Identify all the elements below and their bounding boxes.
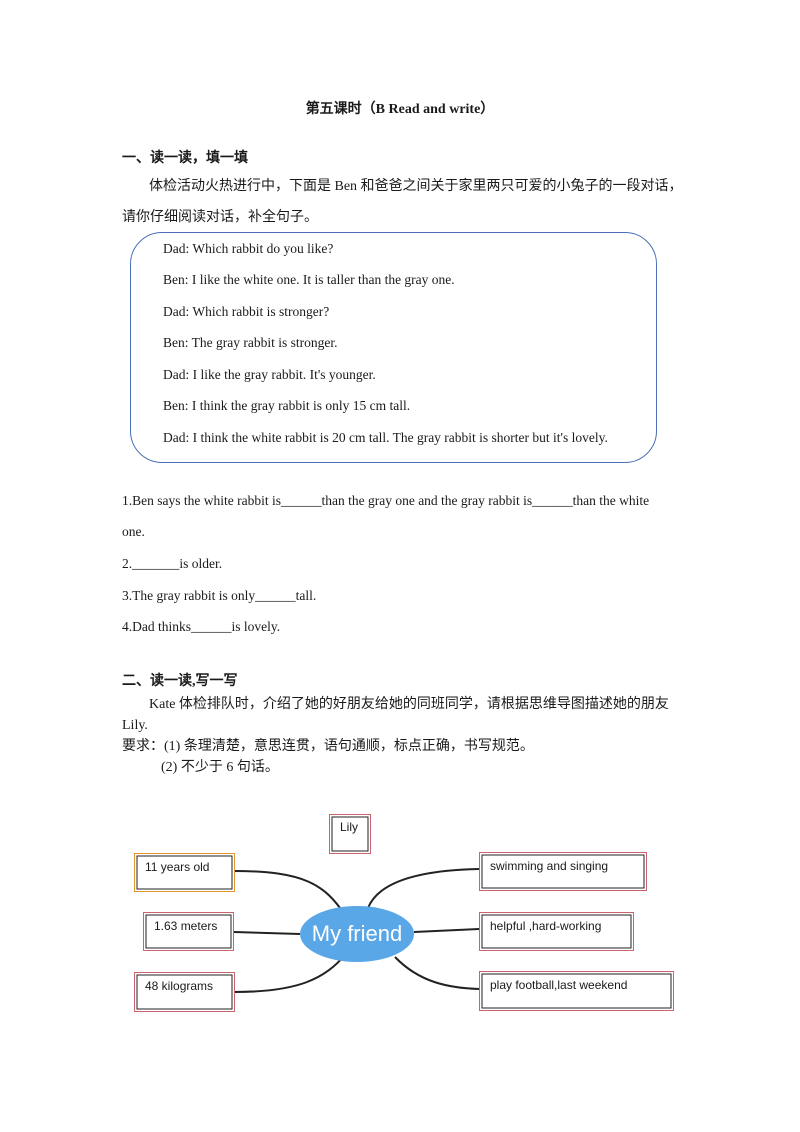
connector-left-top [233, 870, 346, 916]
mindmap-node-text: play football,last weekend [490, 978, 628, 992]
section2-heading: 二、读一读,写一写 [122, 674, 238, 689]
question-3: 3.The gray rabbit is only______tall. [122, 588, 317, 603]
connector-right-middle [413, 928, 480, 933]
mindmap-node-text: 48 kilograms [145, 979, 214, 993]
mindmap-left-node: 11 years old [134, 853, 235, 892]
mindmap-node-text: helpful ,hard-working [490, 919, 602, 933]
requirement-2: (2) 不少于 6 句话。 [161, 760, 279, 775]
section1-heading: 一、读一读，填一填 [122, 151, 248, 166]
mindmap-top-label: Lily [329, 814, 371, 854]
dialog-line: Ben: I like the white one. It is taller … [163, 272, 455, 287]
connector-right-top [367, 868, 480, 909]
connector-right-bottom [394, 956, 480, 990]
mindmap-node-text: swimming and singing [490, 859, 609, 873]
mindmap-left-node: 48 kilograms [134, 972, 235, 1012]
mindmap-center-bubble: My friend [300, 906, 414, 962]
section2-intro-line1: Kate 体检排队时，介绍了她的好朋友给她的同班同学，请根据思维导图描述她的朋友 [149, 697, 669, 712]
dialog-box [130, 232, 657, 463]
question-4: 4.Dad thinks______is lovely. [122, 619, 281, 634]
dialog-line: Ben: I think the gray rabbit is only 15 … [163, 398, 411, 413]
connector-right-bottom [233, 954, 346, 993]
mindmap-right-node: helpful ,hard-working [479, 912, 634, 951]
section2-intro-line2: Lily. [122, 718, 148, 733]
dialog-line: Ben: The gray rabbit is stronger. [163, 335, 338, 350]
mindmap-left-node: 1.63 meters [143, 912, 234, 951]
mindmap-node-text: 1.63 meters [154, 919, 218, 933]
question-1-line2: one. [122, 524, 145, 539]
requirement-1: 要求：(1) 条理清楚，意思连贯，语句通顺，标点正确，书写规范。 [122, 739, 534, 754]
dialog-line: Dad: Which rabbit is stronger? [163, 304, 330, 319]
mindmap-center-text: My friend [311, 921, 403, 946]
section1-intro-line2: 请你仔细阅读对话，补全句子。 [122, 210, 318, 225]
page-title: 第五课时（B Read and write） [305, 102, 495, 117]
connector-left-middle [233, 931, 301, 935]
dialog-line: Dad: I think the white rabbit is 20 cm t… [163, 430, 608, 445]
mindmap-top-label-text: Lily [340, 820, 359, 834]
question-1-line1: 1.Ben says the white rabbit is______than… [122, 493, 650, 508]
question-2: 2._______is older. [122, 556, 223, 571]
mindmap-node-text: 11 years old [145, 860, 210, 874]
dialog-line: Dad: I like the gray rabbit. It's younge… [163, 367, 376, 382]
section1-intro-line1: 体检活动火热进行中，下面是 Ben 和爸爸之间关于家里两只可爱的小兔子的一段对话… [149, 179, 683, 194]
mindmap-right-node: play football,last weekend [479, 971, 674, 1011]
mindmap-right-node: swimming and singing [479, 852, 647, 891]
dialog-line: Dad: Which rabbit do you like? [163, 241, 334, 256]
